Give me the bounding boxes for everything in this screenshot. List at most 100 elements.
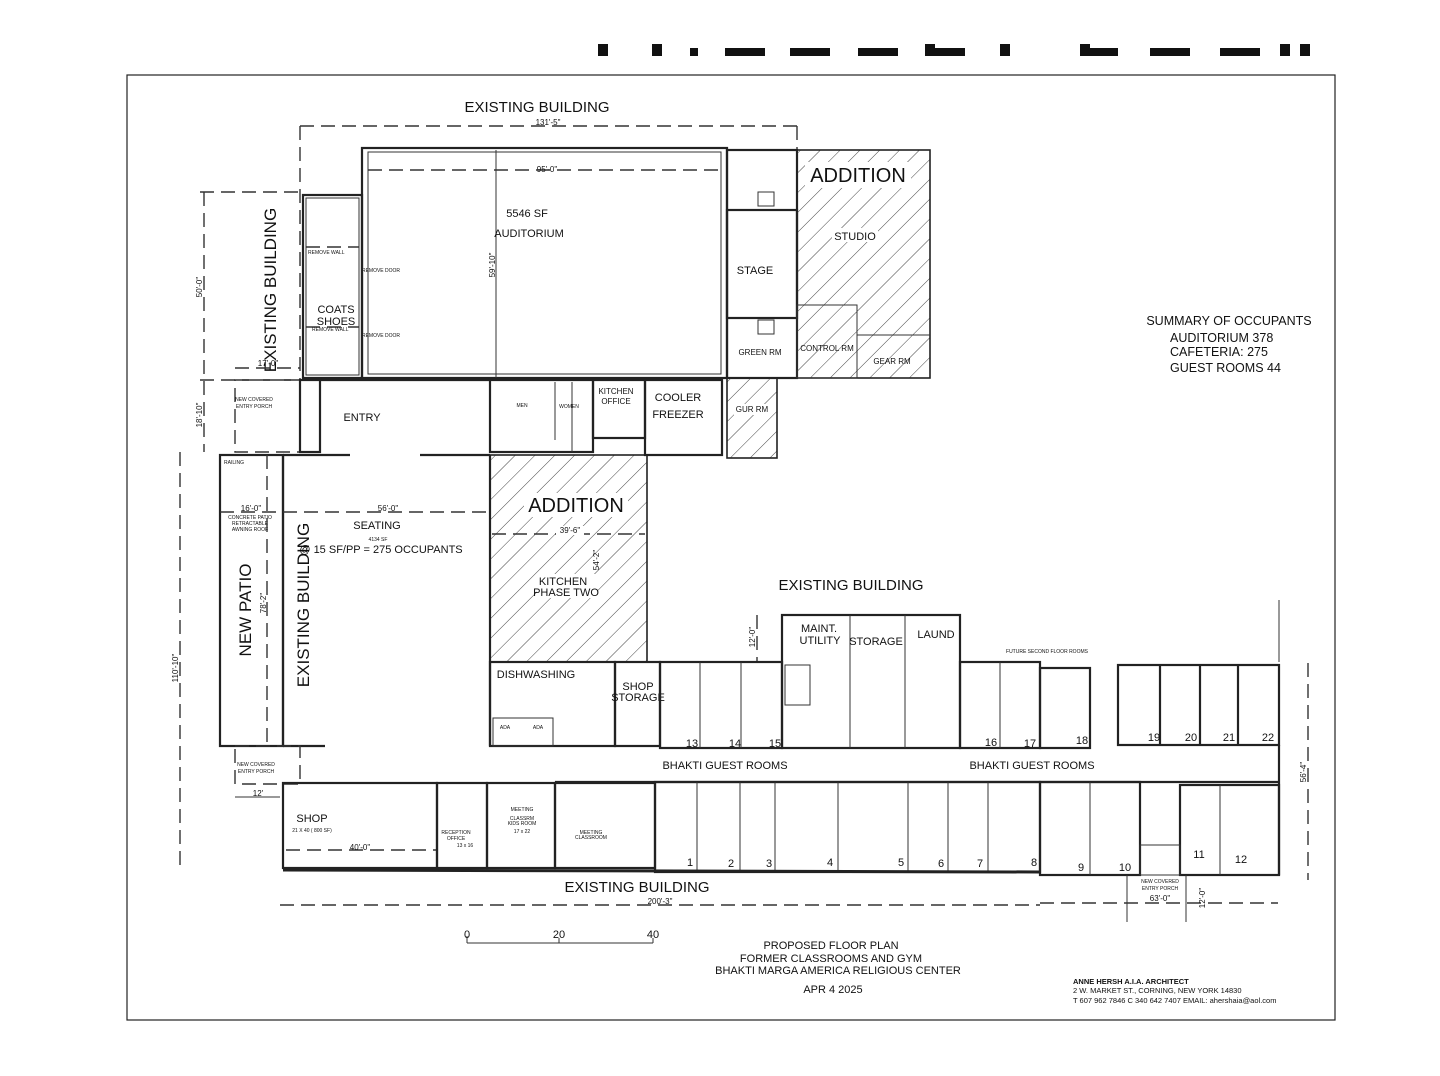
remove-door-note: REMOVE DOOR bbox=[362, 268, 400, 274]
maint-label: MAINT. bbox=[801, 623, 837, 635]
title-line: FORMER CLASSROOMS AND GYM bbox=[740, 953, 922, 965]
room-number: 22 bbox=[1262, 732, 1274, 744]
dishwashing: DISHWASHING ADA ADA bbox=[488, 660, 617, 748]
new-patio: RAILING 16'-0" CONCRETE PATIO RETRACTABL… bbox=[218, 453, 285, 748]
room-number: 18 bbox=[1076, 735, 1088, 747]
storage-label: STORAGE bbox=[849, 636, 903, 648]
kids-room-label: CLASSRM bbox=[510, 816, 534, 822]
room-number: 19 bbox=[1148, 732, 1160, 744]
occupant-summary: SUMMARY OF OCCUPANTS AUDITORIUM 378 CAFE… bbox=[1146, 314, 1311, 375]
green-rm-label: GREEN RM bbox=[738, 348, 781, 357]
women-label: WOMEN bbox=[559, 404, 579, 410]
addition-studio: ADDITION STUDIO CONTROL RM GEAR RM bbox=[796, 149, 931, 379]
dim-auditorium-depth: 59'-10" bbox=[488, 252, 497, 277]
room-number: 16 bbox=[985, 737, 997, 749]
existing-building-top: EXISTING BUILDING bbox=[464, 99, 609, 116]
shop-storage: SHOP STORAGE bbox=[611, 660, 665, 748]
room-number: 2 bbox=[728, 858, 734, 870]
railing-label: RAILING bbox=[224, 460, 244, 466]
gear-rm-label: GEAR RM bbox=[873, 357, 911, 366]
existing-building-left: EXISTING BUILDING bbox=[261, 208, 280, 372]
existing-building-bottom: EXISTING BUILDING bbox=[564, 879, 709, 896]
entry: ENTRY bbox=[283, 378, 490, 457]
room-number: 11 bbox=[1193, 849, 1204, 861]
auditorium-label: AUDITORIUM bbox=[494, 228, 563, 240]
dim-lower-porch: 12' bbox=[253, 789, 264, 798]
dim-shop-length: 40'-0" bbox=[350, 843, 371, 852]
dim-bottom-overall: 200'-3" bbox=[648, 897, 673, 906]
room-number: 14 bbox=[729, 738, 741, 750]
kids-room-label: MEETING bbox=[511, 807, 534, 813]
scale-label: 0 bbox=[464, 929, 470, 941]
title-line: BHAKTI MARGA AMERICA RELIGIOUS CENTER bbox=[715, 965, 961, 977]
sheet-title-fragment bbox=[598, 44, 1310, 56]
summary-guest-rooms: GUEST ROOMS 44 bbox=[1170, 361, 1281, 375]
dim-left-overall: 110'-10" bbox=[171, 654, 180, 683]
seating-label: SEATING bbox=[353, 520, 400, 532]
existing-building-patio: EXISTING BUILDING bbox=[294, 523, 313, 687]
remove-wall-note: REMOVE WALL bbox=[312, 327, 349, 333]
stage-label: STAGE bbox=[737, 265, 773, 277]
room-number: 13 bbox=[686, 738, 698, 750]
room-number: 10 bbox=[1119, 862, 1131, 874]
room-number: 21 bbox=[1223, 732, 1235, 744]
porch-label: NEW COVERED bbox=[235, 397, 273, 403]
porch-label: NEW COVERED bbox=[1141, 879, 1179, 885]
entry-label: ENTRY bbox=[343, 412, 381, 424]
title-date: APR 4 2025 bbox=[803, 984, 862, 996]
phase-two-label: PHASE TWO bbox=[533, 587, 599, 599]
gur-room: GUR RM bbox=[726, 377, 778, 459]
reception-size: 13 x 16 bbox=[457, 843, 474, 849]
freezer-label: FREEZER bbox=[652, 409, 703, 421]
porch-label: ENTRY PORCH bbox=[1142, 886, 1179, 892]
dim-porch-width: 17'-0" bbox=[258, 359, 279, 368]
room-number: 3 bbox=[766, 858, 772, 870]
room-number: 12 bbox=[1235, 854, 1247, 866]
laund-label: LAUND bbox=[917, 629, 954, 641]
kitchen-office-label: OFFICE bbox=[601, 397, 630, 406]
kids-room-size: 17 x 22 bbox=[514, 829, 531, 835]
guest-rooms-label-east: BHAKTI GUEST ROOMS bbox=[969, 760, 1094, 772]
summary-auditorium: AUDITORIUM 378 bbox=[1170, 331, 1273, 345]
porch-label: ENTRY PORCH bbox=[236, 404, 273, 410]
maint-storage-laund: MAINT. UTILITY STORAGE LAUND bbox=[780, 613, 962, 750]
studio-label: STUDIO bbox=[834, 231, 876, 243]
auditorium: 95'-0" 5546 SF AUDITORIUM 59'-10" REMOVE… bbox=[360, 146, 729, 380]
kids-room-label: KIDS ROOM bbox=[508, 821, 537, 827]
cooler-freezer: COOLER FREEZER bbox=[643, 378, 724, 457]
meeting-classroom: MEETING CLASSROOM bbox=[553, 781, 657, 870]
room-number: 8 bbox=[1031, 857, 1037, 869]
stage-area: STAGE GREEN RM bbox=[725, 148, 799, 380]
dim-left-upper: 50'-0" bbox=[195, 277, 204, 298]
entry-porch-east: NEW COVERED ENTRY PORCH 63'-0" 12'-0" bbox=[1040, 875, 1278, 922]
coats-room: REMOVE WALL REMOVE WALL COATS SHOES bbox=[301, 193, 364, 380]
meeting-classroom-label: CLASSROOM bbox=[575, 835, 607, 841]
auditorium-area: 5546 SF bbox=[506, 208, 548, 220]
sheet-border bbox=[126, 74, 1336, 1021]
dim-kitchen-width: 39'-6" bbox=[560, 526, 581, 535]
guest-rooms-north bbox=[658, 660, 1281, 750]
shoes-label: SHOES bbox=[317, 316, 356, 328]
ada-label: ADA bbox=[500, 725, 511, 731]
control-rm-label: CONTROL RM bbox=[800, 344, 854, 353]
patio-note: AWNING ROOF bbox=[232, 527, 268, 533]
existing-building-middle: EXISTING BUILDING bbox=[778, 577, 923, 594]
entry-porch-upper: NEW COVERED ENTRY PORCH bbox=[234, 379, 301, 453]
reception-office: RECEPTION OFFICE 13 x 16 bbox=[435, 781, 489, 870]
room-number: 6 bbox=[938, 858, 944, 870]
reception-label: OFFICE bbox=[447, 836, 466, 842]
remove-wall-note: REMOVE WALL bbox=[308, 250, 345, 256]
addition-label-kitchen: ADDITION bbox=[528, 495, 624, 517]
architect-contact: T 607 962 7846 C 340 642 7407 EMAIL: ahe… bbox=[1073, 996, 1276, 1005]
addition-kitchen: ADDITION 39'-6" 54'-2" KITCHEN PHASE TWO bbox=[488, 454, 648, 746]
room-number: 15 bbox=[769, 738, 781, 750]
architect-name: ANNE HERSH A.I.A. ARCHITECT bbox=[1073, 977, 1189, 986]
new-patio-label: NEW PATIO bbox=[236, 564, 255, 657]
scale-bar: 0 20 40 bbox=[464, 929, 659, 944]
architect-block: ANNE HERSH A.I.A. ARCHITECT 2 W. MARKET … bbox=[1073, 977, 1276, 1005]
room-number: 7 bbox=[977, 858, 983, 870]
restrooms: MEN WOMEN bbox=[488, 378, 595, 454]
seating-area: 56'-0" SEATING 4134 SF @ 15 SF/PP = 275 … bbox=[281, 455, 490, 748]
dim-seating-width: 56'-0" bbox=[378, 504, 399, 513]
room-number: 4 bbox=[827, 857, 833, 869]
